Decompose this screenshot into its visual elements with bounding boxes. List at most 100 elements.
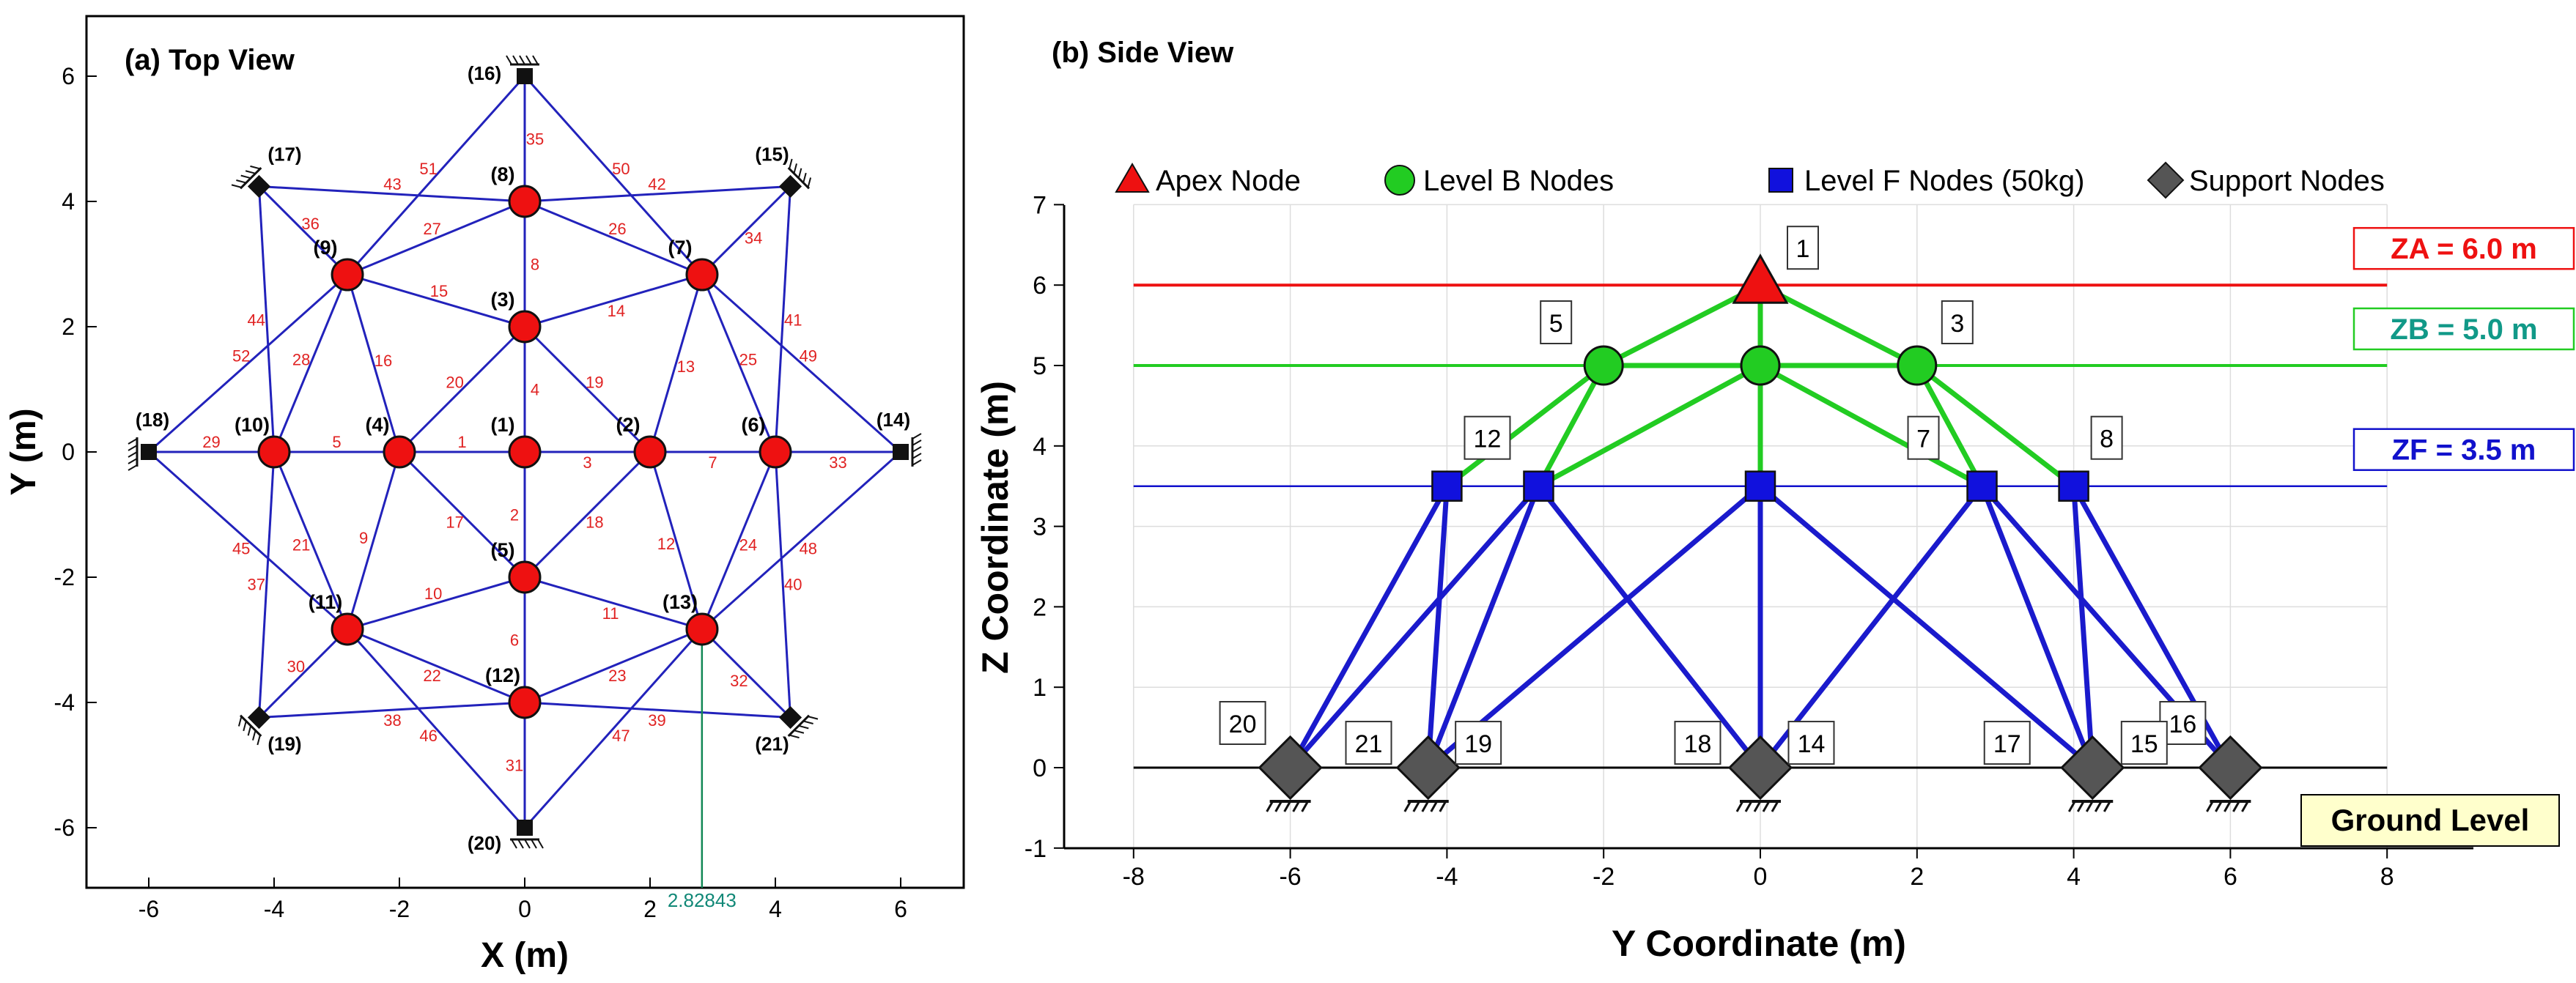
support-node-label: (20) [468, 832, 501, 854]
member-line [774, 186, 792, 453]
support-hatch [807, 177, 812, 188]
legend-label: Level F Nodes (50kg) [1804, 165, 2084, 197]
support-hatch [240, 174, 251, 179]
support-node-marker [1395, 735, 1461, 801]
support-hatch [1301, 801, 1309, 812]
y-tick-label: -1 [1025, 835, 1047, 863]
member-line [259, 185, 525, 203]
member-line [346, 274, 401, 453]
member-line [701, 185, 791, 276]
member-line [524, 576, 703, 631]
level-label-box [2352, 226, 2575, 270]
member-line [524, 200, 703, 276]
free-node-marker [685, 258, 719, 292]
member-line [524, 185, 791, 203]
support-hatch [1266, 801, 1274, 812]
member-line [273, 451, 349, 630]
support-hatch [511, 839, 517, 849]
support-hatch [231, 184, 242, 188]
node-label: 8 [2100, 426, 2114, 453]
node-label: 7 [1916, 426, 1930, 453]
x-tick-label: -2 [389, 896, 410, 922]
top-view-ylabel: Y (m) [4, 408, 43, 495]
node-label-box [1907, 415, 1940, 460]
member-label: 52 [232, 347, 250, 366]
node-label: 14 [1798, 730, 1826, 758]
blue-member [1288, 483, 1541, 771]
support-bar [239, 714, 262, 738]
member-line [523, 75, 704, 276]
level-label: ZA = 6.0 m [2391, 233, 2537, 265]
support-hatch [912, 446, 922, 453]
green-member [1757, 363, 1985, 489]
free-node-label: (4) [366, 414, 390, 436]
member-line [258, 628, 349, 719]
x-tick-label: -6 [139, 896, 159, 922]
support-hatch [912, 433, 922, 439]
ground-level-box-bg [2300, 794, 2560, 847]
y-tick-label: 2 [62, 314, 75, 340]
x-tick-label: 8 [2380, 863, 2394, 891]
support-hatch [524, 839, 531, 849]
member-label: 36 [301, 215, 319, 233]
member-line [701, 450, 901, 631]
level-label: ZB = 5.0 m [2390, 314, 2537, 346]
support-hatch [793, 163, 797, 174]
node-label-box [1219, 701, 1266, 745]
x-tick-label: -6 [1279, 863, 1301, 891]
x-tick-label: -2 [1593, 863, 1614, 891]
support-hatch [789, 734, 800, 739]
support-hatch [128, 464, 138, 471]
support-hatch [1771, 801, 1779, 812]
y-tick-label: -6 [54, 815, 75, 841]
member-line [398, 450, 526, 579]
support-hatch [1439, 801, 1447, 812]
free-node-marker [759, 435, 792, 469]
support-node-label: (16) [468, 62, 501, 84]
legend-marker [1384, 165, 1415, 196]
green-member [1444, 363, 1606, 489]
member-label: 29 [202, 433, 220, 451]
support-hatch [532, 55, 539, 65]
y-tick-label: 3 [1033, 513, 1047, 541]
member-label: 22 [423, 667, 440, 685]
top-view-members [148, 75, 901, 828]
node-label: 5 [1549, 310, 1563, 338]
free-node-label: (7) [668, 237, 692, 259]
node-label-box [1540, 300, 1573, 344]
x-tick-label: 4 [2067, 863, 2081, 891]
member-line [347, 273, 525, 328]
support-hatch [2067, 801, 2076, 812]
support-hatch [243, 721, 247, 732]
member-label: 40 [784, 575, 802, 593]
node-label: 18 [1684, 730, 1712, 758]
node-label: 19 [1464, 730, 1492, 758]
support-node-label: (14) [876, 409, 910, 431]
support-symbol [510, 820, 544, 849]
member-label: 17 [446, 513, 463, 531]
level-label: ZF = 3.5 m [2392, 434, 2536, 467]
member-label: 21 [292, 535, 310, 554]
y-tick-label: 0 [1033, 754, 1047, 782]
member-label: 9 [359, 529, 368, 547]
support-hatch [2215, 801, 2223, 812]
support-hatch [250, 165, 261, 170]
support-hatch [506, 55, 512, 65]
level-b-node-marker [1897, 345, 1938, 386]
support-hatch [1735, 801, 1744, 812]
node-label: 12 [1474, 426, 1502, 453]
support-hatch [1430, 801, 1439, 812]
member-label: 24 [739, 535, 757, 554]
member-line [347, 576, 525, 631]
member-line [523, 450, 652, 579]
node-label-box [1941, 300, 1974, 344]
member-line [649, 451, 704, 630]
support-hatch [2223, 801, 2232, 812]
member-line [774, 451, 792, 718]
member-label: 45 [232, 539, 250, 557]
node-label: 15 [2130, 730, 2158, 758]
support-bar [787, 714, 811, 738]
support-hatch [1762, 801, 1771, 812]
